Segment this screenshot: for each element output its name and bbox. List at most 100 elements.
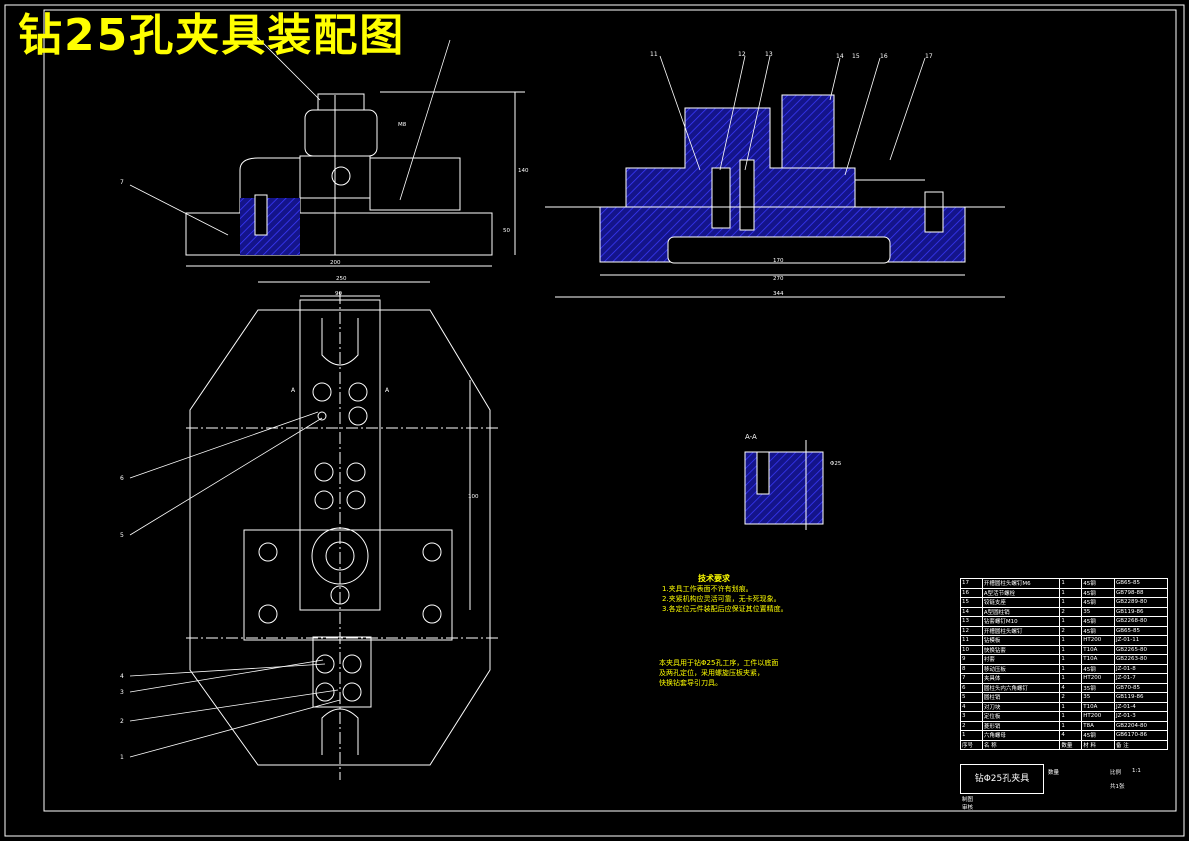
bom-cell: 4 bbox=[1059, 682, 1083, 693]
dim-6: 270 bbox=[773, 276, 784, 282]
dimension-labels: 200 250 140 50 170 270 344 90 100 M8 Φ25 bbox=[330, 122, 842, 500]
bom-cell: 衬套 bbox=[981, 654, 1061, 665]
bom-cell: 1 bbox=[1059, 616, 1083, 627]
bom-header-cell: 材 料 bbox=[1081, 739, 1115, 750]
dim-10: M8 bbox=[398, 122, 407, 128]
callout-16: 16 bbox=[880, 53, 888, 60]
bom-header-cell: 名 称 bbox=[981, 739, 1061, 750]
callout-12: 12 bbox=[738, 51, 746, 58]
leader-lines bbox=[129, 29, 926, 758]
bom-cell: 15 bbox=[960, 597, 983, 608]
bom-cell: 45钢 bbox=[1081, 616, 1115, 627]
section-mark-right: A bbox=[385, 387, 390, 394]
bom-cell: GB2265-80 bbox=[1113, 644, 1169, 655]
bom-header-cell: 数量 bbox=[1059, 739, 1083, 750]
bom-cell: T10A bbox=[1081, 644, 1115, 655]
bom-cell: GB65-85 bbox=[1113, 578, 1169, 589]
bom-cell: 12 bbox=[960, 625, 983, 636]
bom-cell: GB2204-80 bbox=[1113, 720, 1169, 731]
tech-line: 1.夹具工作表面不许有划痕。 bbox=[662, 585, 753, 593]
bom-cell: GB798-88 bbox=[1113, 587, 1169, 598]
bom-cell: 45钢 bbox=[1081, 597, 1115, 608]
bom-cell: 45钢 bbox=[1081, 625, 1115, 636]
bom-cell: 1 bbox=[960, 730, 983, 741]
bom-cell: 1 bbox=[1059, 635, 1083, 646]
bom-cell: HT200 bbox=[1081, 635, 1115, 646]
title-block-scale: 1:1 bbox=[1132, 768, 1141, 774]
bom-cell: GB65-85 bbox=[1113, 625, 1169, 636]
drawing-title: 钻25孔夹具装配图 bbox=[18, 10, 406, 61]
bom-cell: JZ-01-4 bbox=[1113, 701, 1169, 712]
bom-cell: 铰链支座 bbox=[981, 597, 1061, 608]
bom-cell: 夹具体 bbox=[981, 673, 1061, 684]
bom-cell: 3 bbox=[960, 711, 983, 722]
bom-cell: 1 bbox=[1059, 654, 1083, 665]
bom-cell: 45钢 bbox=[1081, 587, 1115, 598]
bom-cell: GB70-85 bbox=[1113, 682, 1169, 693]
remark-line: 快换钻套导引刀具。 bbox=[659, 679, 722, 687]
bom-cell: 17 bbox=[960, 578, 983, 589]
bom-cell: T10A bbox=[1081, 701, 1115, 712]
inner-border bbox=[43, 9, 1177, 812]
dim-7: 344 bbox=[773, 291, 784, 297]
bom-cell: GB2268-80 bbox=[1113, 616, 1169, 627]
bom-cell: 35 bbox=[1081, 606, 1115, 617]
bom-cell: 圆柱头内六角螺钉 bbox=[981, 682, 1061, 693]
title-block: 钻Φ25孔夹具 数量 比例 1:1 共1张 制图 审核 bbox=[960, 764, 1168, 811]
outer-border bbox=[4, 4, 1185, 837]
bom-cell: 45钢 bbox=[1081, 730, 1115, 741]
bom-cell: 4 bbox=[960, 701, 983, 712]
bom-cell: 10 bbox=[960, 644, 983, 655]
bom-header: 序号名 称数量材 料备 注 bbox=[960, 739, 1169, 750]
tech-line: 3.各定位元件装配后应保证其位置精度。 bbox=[662, 605, 788, 613]
dim-5: 170 bbox=[773, 258, 784, 264]
bom-cell: 1 bbox=[1059, 701, 1083, 712]
remark-line: 及两孔定位，采用螺旋压板夹紧， bbox=[659, 669, 764, 677]
bom-cell: 对刀块 bbox=[981, 701, 1061, 712]
tech-heading: 技术要求 bbox=[698, 574, 730, 583]
bom-cell: 4 bbox=[1059, 730, 1083, 741]
remark-line: 本夹具用于钻Φ25孔工序，工件以底面 bbox=[659, 659, 779, 667]
title-block-design: 制图 bbox=[962, 797, 974, 803]
title-block-qty-label: 数量 bbox=[1048, 770, 1060, 776]
bom-cell: HT200 bbox=[1081, 711, 1115, 722]
bom-cell: 移动压板 bbox=[981, 663, 1061, 674]
bom-header-cell: 备 注 bbox=[1113, 739, 1169, 750]
bom-cell: 1 bbox=[1059, 597, 1083, 608]
bom-cell: 2 bbox=[1059, 692, 1083, 703]
bom-cell: T10A bbox=[1081, 654, 1115, 665]
bom-cell: JZ-01-3 bbox=[1113, 711, 1169, 722]
callout-11: 11 bbox=[650, 51, 658, 58]
section-label: A-A bbox=[745, 433, 757, 441]
bom-cell: 5 bbox=[960, 692, 983, 703]
bom-cell: JZ-01-11 bbox=[1113, 635, 1169, 646]
dim-8: 90 bbox=[335, 291, 342, 297]
technical-requirements: 技术要求 1.夹具工作表面不许有划痕。 2.夹紧机构应灵活可靠，无卡死现象。 3… bbox=[662, 574, 788, 614]
bom-cell: 圆柱销 bbox=[981, 692, 1061, 703]
callout-6: 6 bbox=[120, 475, 124, 482]
bom-cell: 2 bbox=[960, 720, 983, 731]
callout-14: 14 bbox=[836, 53, 844, 60]
callout-17: 17 bbox=[925, 53, 933, 60]
bom-cell: 六角螺母 bbox=[981, 730, 1061, 741]
callout-4: 4 bbox=[120, 673, 124, 680]
bom-cell: T8A bbox=[1081, 720, 1115, 731]
bom-cell: 16 bbox=[960, 587, 983, 598]
bom-cell: 1 bbox=[1059, 644, 1083, 655]
title-block-name: 钻Φ25孔夹具 bbox=[960, 764, 1044, 794]
bom-cell: 2 bbox=[1059, 625, 1083, 636]
bom-cell: 8 bbox=[960, 663, 983, 674]
bom-cell: 45钢 bbox=[1081, 578, 1115, 589]
bom-cell: HT200 bbox=[1081, 673, 1115, 684]
dim-2: 250 bbox=[336, 276, 347, 282]
callout-13: 13 bbox=[765, 51, 773, 58]
